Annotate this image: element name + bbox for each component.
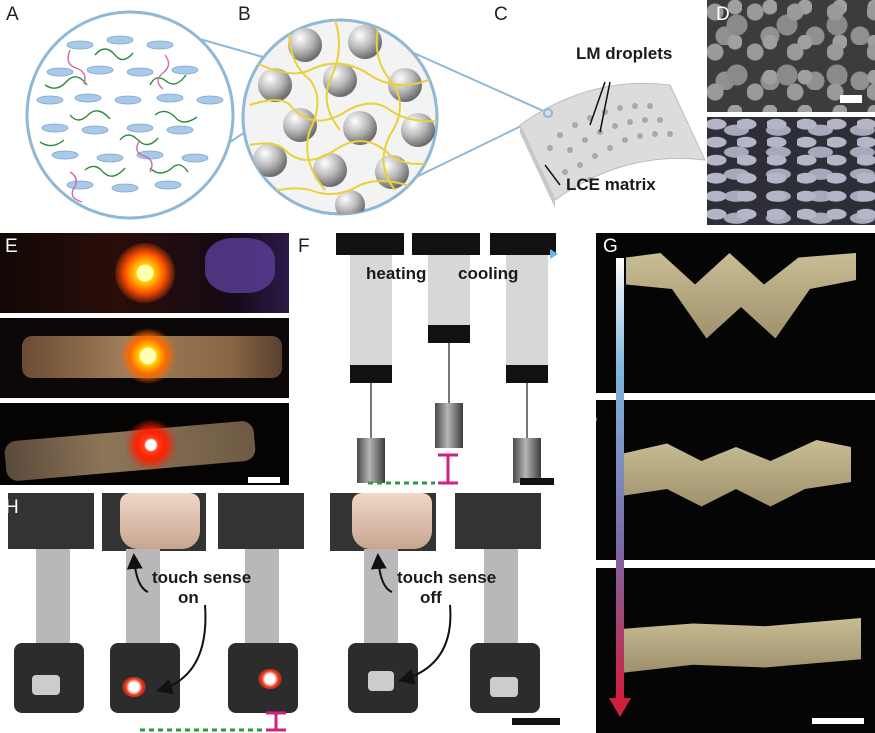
panel-label-h: H [5, 497, 19, 518]
schematic-ab [25, 10, 706, 220]
micrograph-bottom [707, 117, 875, 225]
led-photo-2 [0, 318, 289, 398]
displacement-indicator-f [438, 453, 458, 485]
panel-label-f: F [298, 236, 310, 257]
film-photo-3 [596, 568, 875, 733]
film-photo-2 [596, 400, 875, 560]
heating-label-f: heating [366, 264, 427, 283]
micrograph-top [707, 0, 875, 112]
cooling-label-f: cooling [458, 264, 519, 283]
lce-matrix-label: LCE matrix [566, 175, 656, 194]
lm-droplet-network-circle [241, 18, 439, 216]
touch-sense-off-label-1: touch sense [397, 568, 497, 587]
touch-sense-on-label-1: touch sense [152, 568, 252, 587]
touch-sense-off-label-2: off [420, 588, 442, 607]
displacement-indicator-h [266, 711, 286, 732]
touch-sense-on-label-2: on [178, 588, 199, 607]
panel-label-b: B [238, 4, 251, 25]
film-photo-1 [596, 233, 875, 393]
scale-bar-h [512, 718, 560, 725]
panel-label-e: E [5, 236, 18, 257]
touch-sensor-panel [0, 493, 592, 733]
scale-bar-f [520, 478, 554, 485]
panel-label-d: D [716, 4, 730, 25]
lce-film-illustration [519, 81, 706, 208]
lce-molecular-circle [25, 10, 235, 220]
weights-panel [294, 233, 592, 485]
led-photo-3 [0, 403, 289, 485]
led-photo-1 [0, 233, 289, 313]
heating-cooling-arrow [352, 249, 558, 485]
panel-label-c: C [494, 4, 508, 25]
scale-bar-e [248, 477, 280, 483]
panel-label-g: G [603, 236, 618, 257]
scale-bar-d [840, 95, 862, 103]
scale-bar-g [812, 718, 864, 724]
lm-droplets-label: LM droplets [576, 44, 673, 63]
panel-label-a: A [6, 4, 19, 25]
